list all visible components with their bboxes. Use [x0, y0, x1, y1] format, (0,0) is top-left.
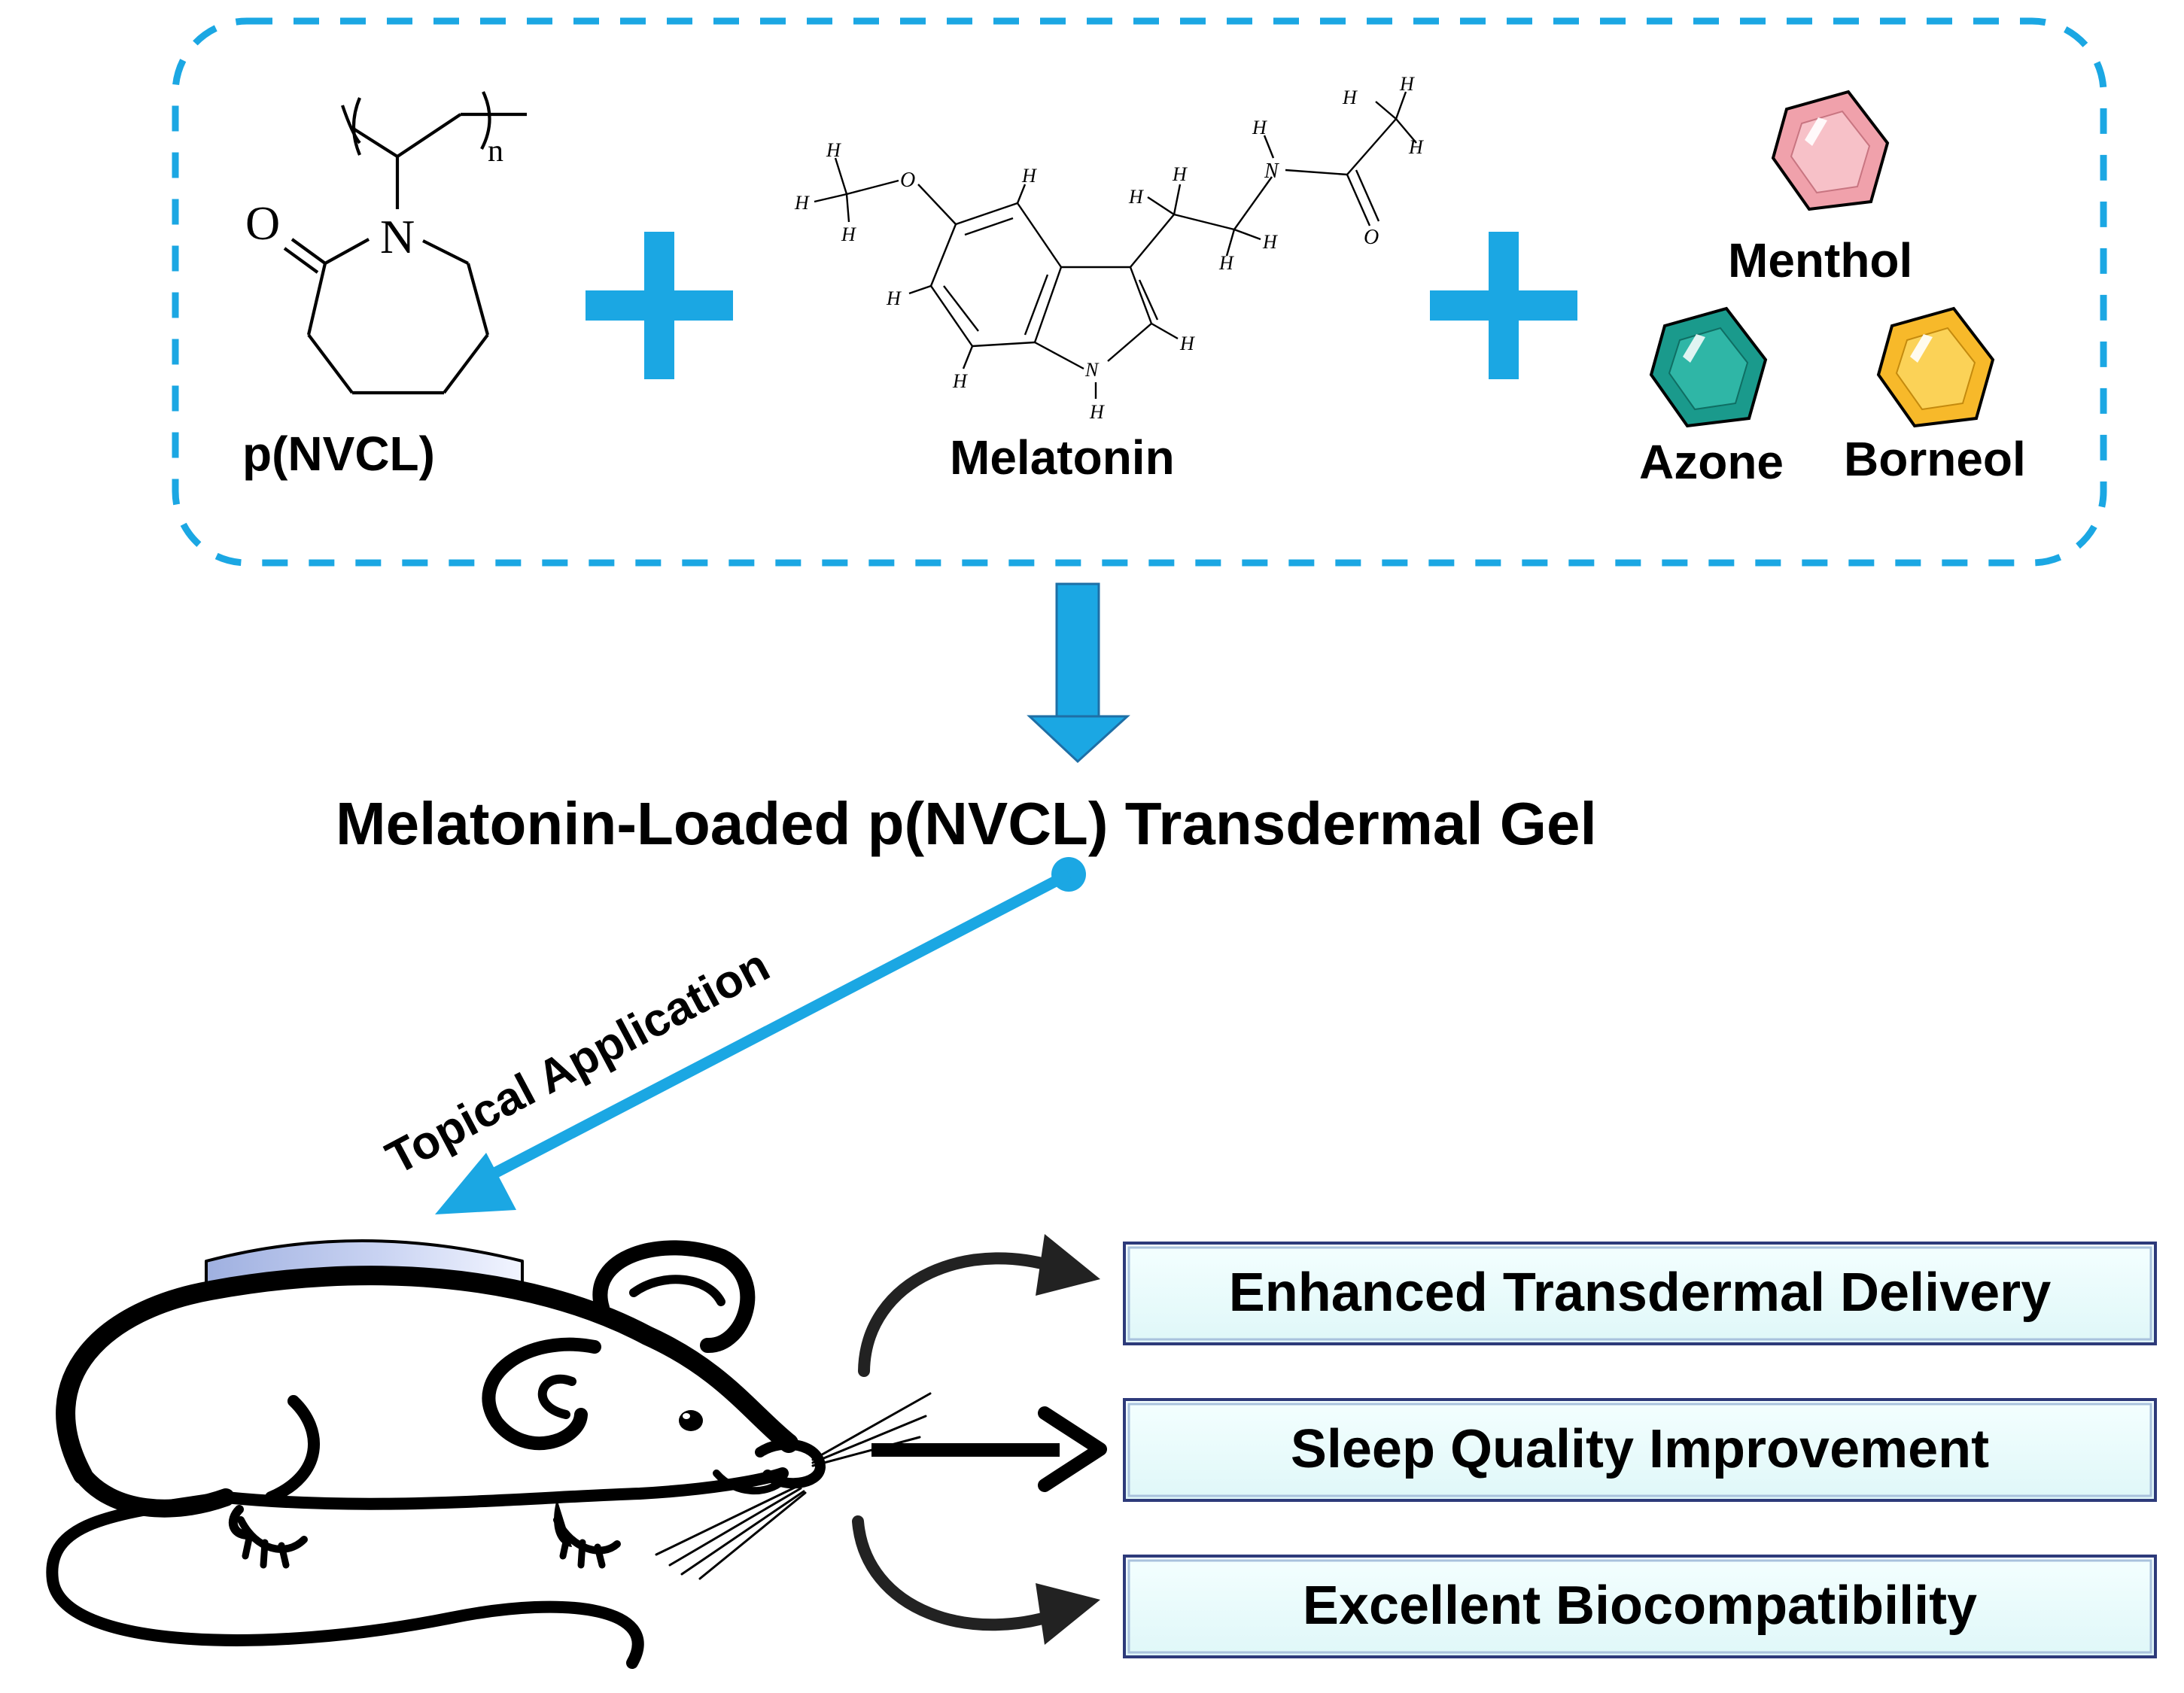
hydrogen-atom: H	[794, 192, 810, 214]
mouse-icon	[46, 1239, 932, 1669]
amide-nitrogen-atom: N	[1264, 160, 1279, 183]
melatonin-label: Melatonin	[950, 430, 1175, 485]
hydrogen-atom: H	[1399, 73, 1415, 95]
menthol-gem-icon	[1771, 90, 1890, 211]
hydrogen-atom: H	[1252, 117, 1267, 138]
hydrogen-atom: H	[1342, 87, 1358, 108]
hydrogen-atom: H	[826, 139, 841, 161]
repeat-index-n: n	[488, 134, 503, 169]
borneol-gem-icon	[1876, 306, 1995, 428]
product-title: Melatonin-Loaded p(NVCL) Transdermal Gel	[336, 790, 1597, 857]
hydrogen-atom: H	[952, 370, 968, 392]
outcome-label: Sleep Quality Improvement	[1291, 1419, 1989, 1479]
menthol-label: Menthol	[1728, 233, 1912, 287]
hydrogen-atom: H	[1262, 231, 1278, 253]
outcome-box-biocompatibility: Excellent Biocompatibility	[1123, 1555, 2157, 1658]
outcome-label: Excellent Biocompatibility	[1303, 1576, 1977, 1636]
application-arrow-icon	[435, 857, 1086, 1214]
down-arrow-icon	[1027, 582, 1130, 764]
plus-icon	[1430, 232, 1577, 379]
methoxy-oxygen-atom: O	[900, 169, 915, 192]
outcome-box-delivery: Enhanced Transdermal Delivery	[1123, 1242, 2157, 1345]
hydrogen-atom: H	[1172, 163, 1188, 185]
amide-oxygen-atom: O	[1364, 226, 1379, 249]
azone-gem-icon	[1649, 306, 1768, 428]
outcome-arrow-icon	[858, 1234, 1100, 1377]
carbonyl-oxygen-atom: O	[245, 196, 280, 250]
outcome-label: Enhanced Transdermal Delivery	[1229, 1263, 2051, 1323]
hydrogen-atom: H	[1408, 136, 1424, 158]
hydrogen-atom: H	[1089, 401, 1105, 423]
azone-label: Azone	[1639, 435, 1784, 489]
hydrogen-atom: H	[841, 223, 856, 245]
pnvcl-label: p(NVCL)	[242, 427, 435, 481]
hydrogen-atom: H	[1021, 165, 1037, 187]
hydrogen-atom: H	[1218, 252, 1234, 274]
indole-nitrogen-atom: N	[1084, 359, 1100, 381]
hydrogen-atom: H	[1179, 333, 1195, 354]
components-dashed-frame	[172, 17, 2107, 567]
borneol-label: Borneol	[1844, 432, 2026, 486]
pnvcl-structure: n N O	[245, 91, 527, 395]
plus-icon	[586, 232, 733, 379]
nitrogen-atom: N	[380, 210, 415, 263]
outcome-box-sleep: Sleep Quality Improvement	[1123, 1398, 2157, 1502]
melatonin-structure: N H H H H H O H H H H H H H N	[794, 73, 1424, 423]
outcome-arrow-icon	[871, 1406, 1107, 1492]
outcome-arrow-icon	[852, 1515, 1100, 1645]
hydrogen-atom: H	[1128, 186, 1144, 208]
hydrogen-atom: H	[886, 287, 902, 309]
